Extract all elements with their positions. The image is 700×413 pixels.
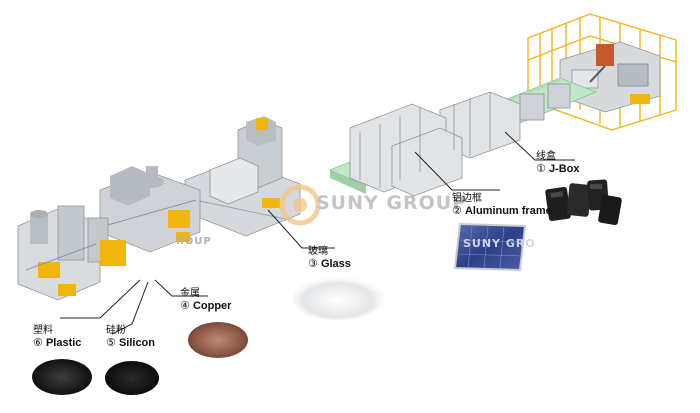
label-jbox-en: ① J-Box xyxy=(536,163,580,176)
aluminum-frame-sample xyxy=(453,222,527,272)
label-plastic: 塑料 ⑥ Plastic xyxy=(33,324,81,350)
label-aluminum-frame-number: ② xyxy=(452,205,462,217)
label-plastic-cn: 塑料 xyxy=(33,325,53,336)
label-aluminum-frame-cn: 铝边框 xyxy=(452,193,482,204)
label-glass-en: ③ Glass xyxy=(308,258,351,271)
brand-logo xyxy=(279,184,321,226)
label-jbox-name: J-Box xyxy=(548,163,580,175)
label-jbox: 线盒 ① J-Box xyxy=(536,150,580,176)
watermark-text: SUNY GROUP xyxy=(316,192,468,214)
label-glass-number: ③ xyxy=(308,258,318,270)
label-copper-name: Copper xyxy=(192,300,232,312)
label-aluminum-frame-en: ② Aluminum frame xyxy=(452,205,552,218)
label-jbox-number: ① xyxy=(536,163,546,175)
glass-pile xyxy=(292,276,384,320)
label-copper-number: ④ xyxy=(180,300,190,312)
label-jbox-cn: 线盒 xyxy=(536,151,556,162)
separation-towers xyxy=(17,205,126,301)
label-silicon-en: ⑤ Silicon xyxy=(106,337,155,350)
production-line xyxy=(17,13,677,301)
crusher-watermark-text: ROUP xyxy=(176,236,212,247)
copper-pile xyxy=(188,322,248,358)
label-plastic-name: Plastic xyxy=(45,337,82,349)
label-copper-en: ④ Copper xyxy=(180,300,231,313)
glass-separator xyxy=(184,116,301,237)
label-glass-cn: 玻璃 xyxy=(308,246,328,257)
label-copper: 金属 ④ Copper xyxy=(180,287,231,313)
panel-watermark-text: SUNY GRO xyxy=(463,237,536,250)
crusher-area xyxy=(99,166,201,253)
label-aluminum-frame: 铝边框 ② Aluminum frame xyxy=(452,192,552,218)
label-glass: 玻璃 ③ Glass xyxy=(308,245,351,271)
label-copper-cn: 金属 xyxy=(180,288,200,299)
label-silicon-cn: 硅粉 xyxy=(106,325,126,336)
label-silicon: 硅粉 ⑤ Silicon xyxy=(106,324,155,350)
label-plastic-en: ⑥ Plastic xyxy=(33,337,81,350)
jbox-sample xyxy=(545,179,622,226)
robot-cell xyxy=(559,41,661,113)
label-glass-name: Glass xyxy=(320,258,351,270)
frame-removal-stations xyxy=(349,83,571,197)
label-aluminum-frame-name: Aluminum frame xyxy=(464,205,552,217)
label-silicon-number: ⑤ xyxy=(106,337,116,349)
plastic-pile xyxy=(32,359,92,395)
silicon-pile xyxy=(105,361,159,395)
label-plastic-number: ⑥ xyxy=(33,337,43,349)
label-silicon-name: Silicon xyxy=(118,337,155,349)
leader-lines xyxy=(60,131,575,335)
